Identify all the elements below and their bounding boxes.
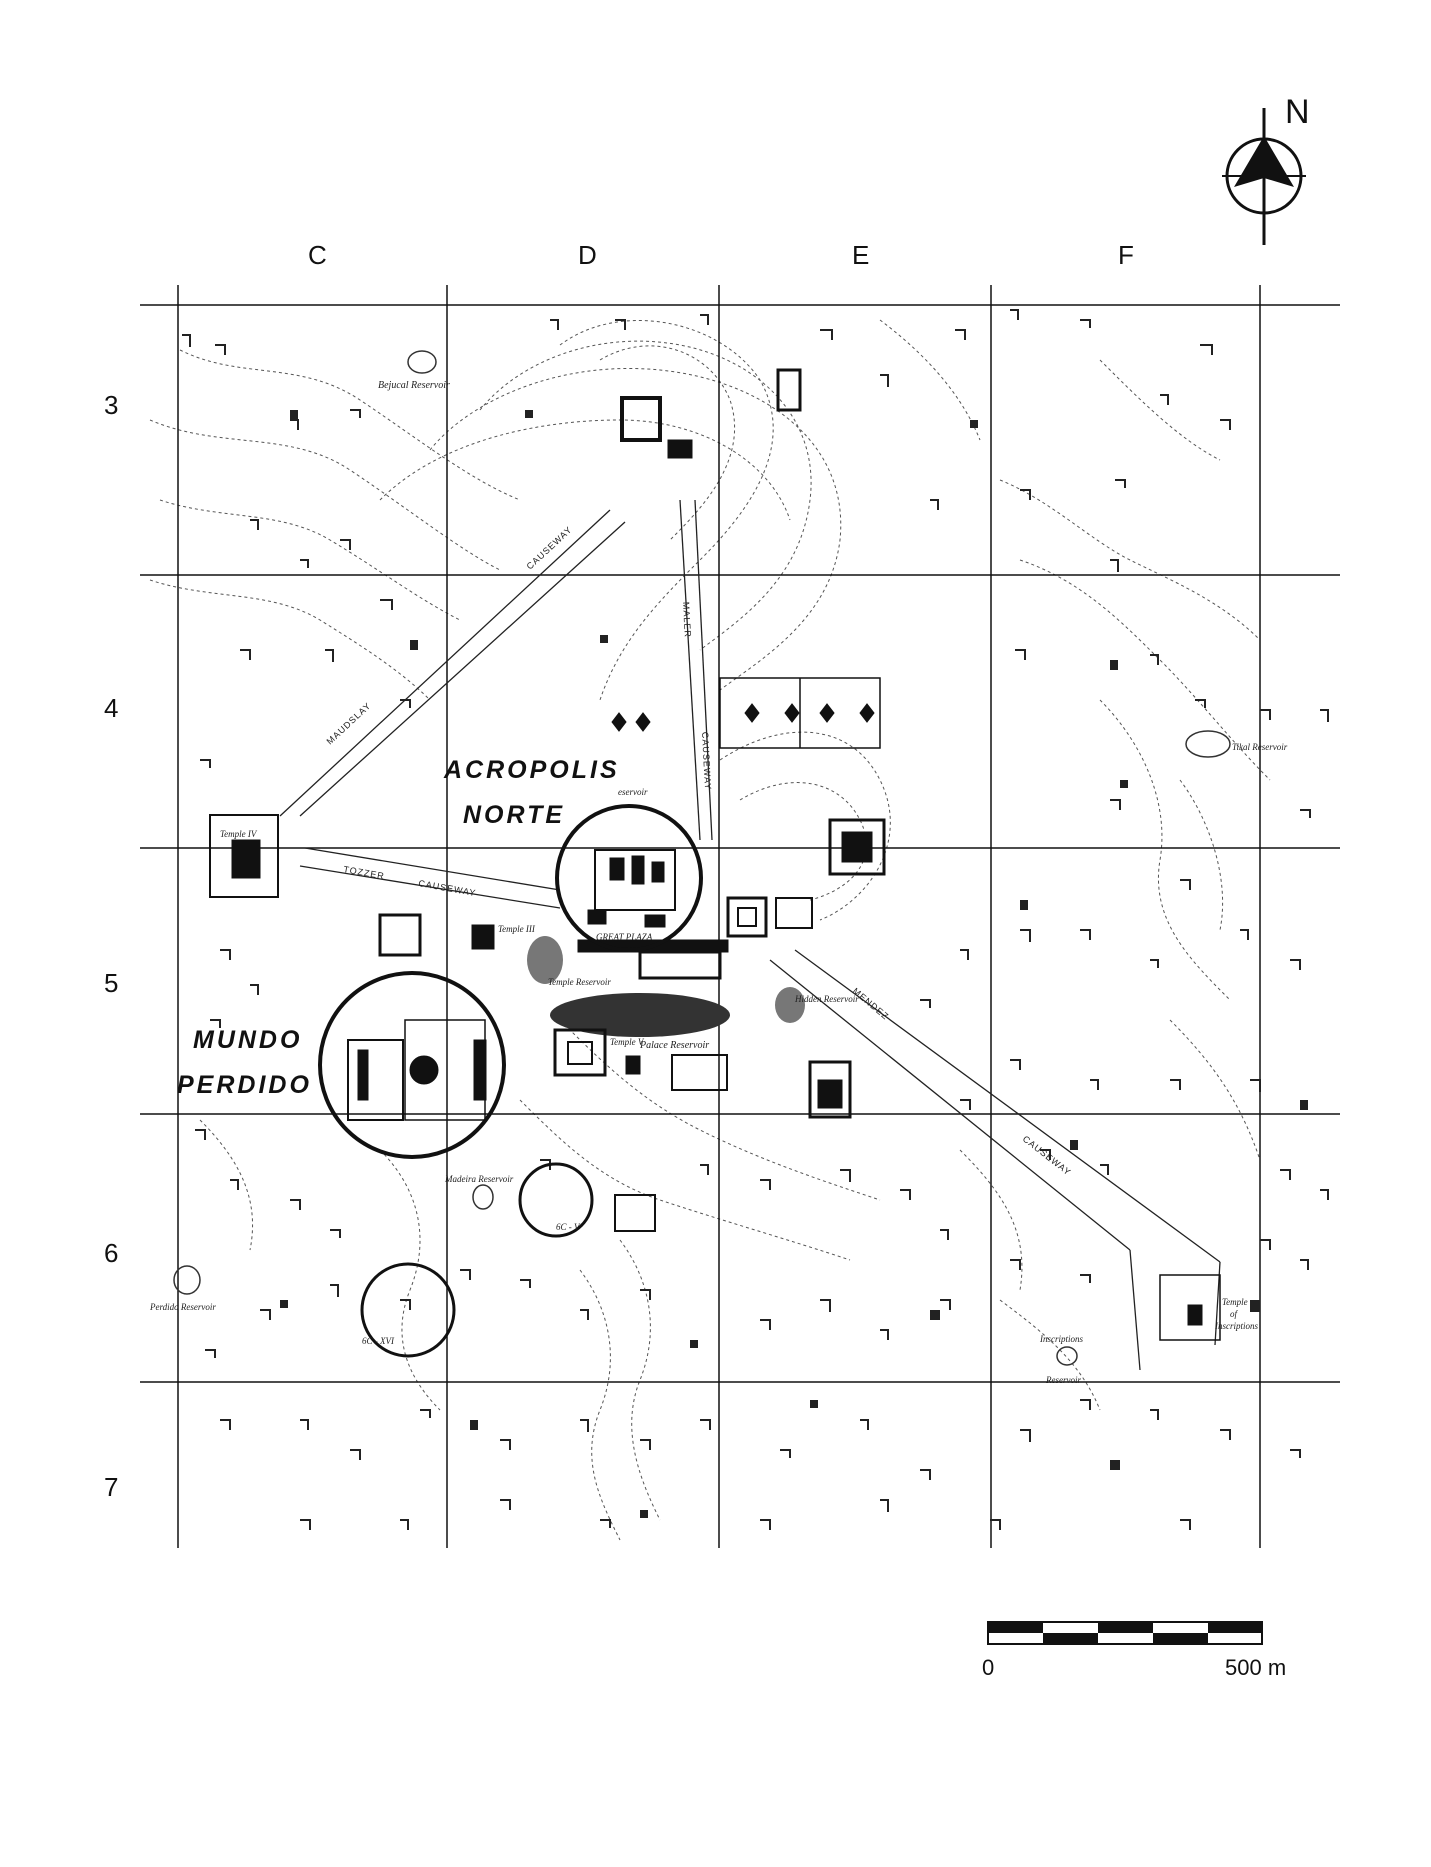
temple-v-label: Temple V: [610, 1037, 645, 1047]
maler-causeway-label: CAUSEWAY: [700, 732, 713, 791]
perdido-reservoir-shape: [173, 1265, 201, 1295]
inscriptions-reservoir-label-1: Inscriptions: [1039, 1334, 1083, 1344]
madeira-reservoir-shape: [472, 1184, 494, 1210]
area-labels: ACROPOLIS NORTE MUNDO PERDIDO: [177, 756, 620, 1099]
grid-row-labels: 3 4 5 6 7: [104, 390, 118, 1502]
maudslay-label: MAUDSLAY: [325, 700, 373, 746]
mendez-causeway-label: CAUSEWAY: [1021, 1134, 1073, 1178]
tikal-reservoir-label: Tikal Reservoir: [1232, 742, 1288, 752]
maler-label: MALER: [681, 602, 693, 638]
tozzer-label: TOZZER: [343, 864, 386, 881]
great-plaza-label: GREAT PLAZA: [596, 932, 653, 942]
palace-reservoir-label: Palace Reservoir: [639, 1040, 709, 1051]
grid-column-labels: C D E F: [308, 240, 1134, 270]
temple-inscriptions-label-3: Inscriptions: [1214, 1321, 1258, 1331]
tikal-reservoir-shape: [1185, 730, 1231, 758]
hidden-reservoir-shape: [775, 987, 805, 1023]
grid-lines: [140, 285, 1340, 1548]
inscriptions-reservoir-label-2: Reservoir: [1045, 1375, 1081, 1385]
minor-structures-filled: [280, 410, 1308, 1518]
group-6c-v-label: 6C - V: [556, 1222, 581, 1232]
group-6c-xvi-label: 6C - XVI: [362, 1336, 395, 1346]
mundo-label: MUNDO: [193, 1026, 302, 1054]
minor-structures: [182, 309, 1329, 1530]
place-labels: Bejucal Reservoir Temple IV Temple III T…: [149, 380, 1288, 1385]
scale-start-label: 0: [982, 1655, 994, 1680]
grid-row-4: 4: [104, 693, 118, 723]
north-label: N: [1285, 93, 1310, 131]
scale-bar: 0 500 m: [982, 1621, 1286, 1680]
inscriptions-reservoir-shape: [1056, 1346, 1078, 1366]
grid-row-6: 6: [104, 1238, 118, 1268]
reservoir-top-label: eservoir: [618, 787, 648, 797]
group-6c-xvi-circle: [360, 1262, 456, 1358]
temple-reservoir-label: Temple Reservoir: [548, 977, 611, 987]
temple-inscriptions-label-2: of: [1230, 1309, 1239, 1319]
causeway-labels: MAUDSLAY CAUSEWAY MALER CAUSEWAY TOZZER …: [325, 524, 1073, 1177]
hidden-reservoir-label: Hidden Reservoir: [794, 994, 859, 1004]
madeira-reservoir-label: Madeira Reservoir: [444, 1174, 514, 1184]
perdido-label: PERDIDO: [177, 1071, 312, 1099]
grid-row-5: 5: [104, 968, 118, 998]
bejucal-reservoir-label: Bejucal Reservoir: [378, 380, 450, 391]
scale-end-label: 500 m: [1225, 1655, 1286, 1680]
temple-iii-label: Temple III: [498, 924, 536, 934]
highlight-circles: [318, 804, 703, 1358]
palace-reservoir-shape: [550, 993, 730, 1037]
structures: [209, 368, 1221, 1341]
grid-col-d: D: [578, 240, 597, 270]
grid-col-c: C: [308, 240, 327, 270]
acropolis-label: ACROPOLIS: [443, 756, 620, 784]
group-6c-v-circle: [518, 1162, 594, 1238]
contour-lines: [149, 319, 1271, 1541]
acropolis-norte-circle: [555, 804, 703, 952]
grid-row-3: 3: [104, 390, 118, 420]
temple-inscriptions-label-1: Temple: [1222, 1297, 1248, 1307]
grid-col-f: F: [1118, 240, 1134, 270]
grid-row-7: 7: [104, 1472, 118, 1502]
reservoirs: [173, 350, 1231, 1366]
perdido-reservoir-label: Perdido Reservoir: [149, 1302, 216, 1312]
north-arrow-icon: [1234, 136, 1294, 187]
mundo-perdido-circle: [318, 971, 506, 1159]
maudslay-causeway-label: CAUSEWAY: [525, 524, 575, 571]
temple-reservoir-shape: [527, 936, 563, 984]
norte-label: NORTE: [463, 801, 565, 829]
bejucal-reservoir-shape: [407, 350, 437, 374]
grid-col-e: E: [852, 240, 869, 270]
causeways: [279, 499, 1221, 1371]
north-arrow: N: [1222, 93, 1310, 245]
temple-iv-label: Temple IV: [220, 829, 258, 839]
